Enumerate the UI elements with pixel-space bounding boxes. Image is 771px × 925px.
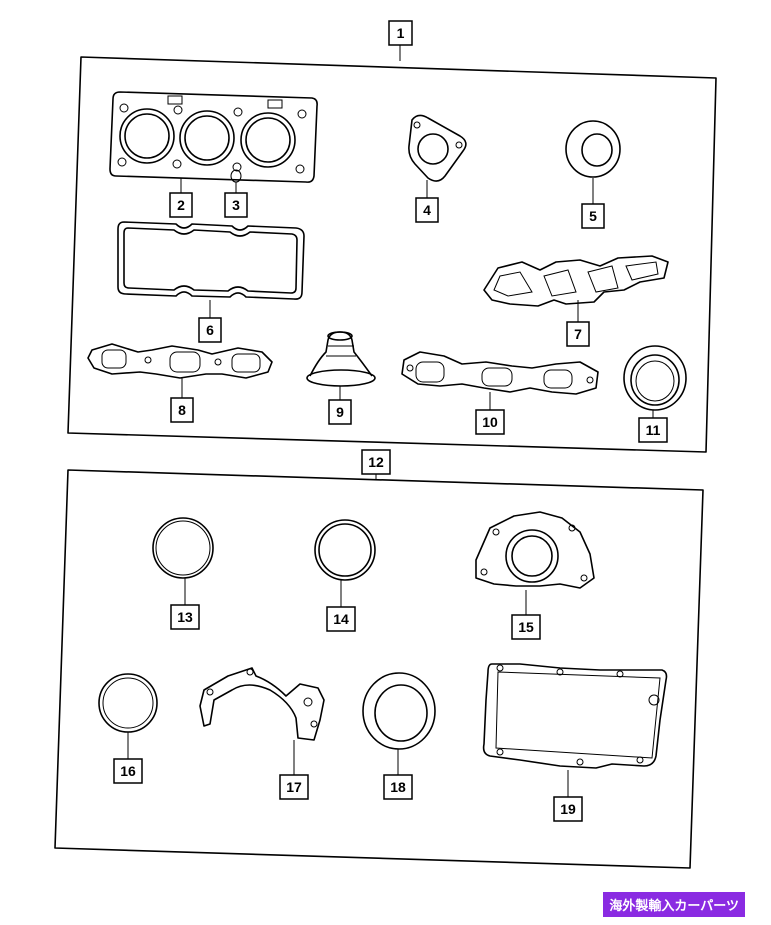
cylinder-head-gasket [109, 91, 318, 183]
upper-group-frame [67, 56, 717, 453]
callout-14: 14 [326, 606, 356, 632]
callout-8: 8 [170, 397, 194, 423]
callout-16-label: 16 [120, 763, 136, 779]
o-ring-14 [314, 519, 376, 581]
callout-19-label: 19 [560, 801, 576, 817]
timing-cover-gasket [199, 667, 325, 741]
callout-17: 17 [279, 774, 309, 800]
watermark-badge: 海外製輸入カーパーツ [603, 892, 745, 917]
callout-9: 9 [328, 399, 352, 425]
callout-11-label: 11 [646, 422, 661, 438]
callout-8-label: 8 [178, 402, 186, 418]
callout-3-label: 3 [232, 197, 240, 213]
callout-9-label: 9 [336, 404, 344, 420]
callout-12: 12 [361, 449, 391, 475]
callout-10: 10 [475, 409, 505, 435]
callout-13: 13 [170, 604, 200, 630]
callout-7: 7 [566, 321, 590, 347]
callout-6: 6 [198, 317, 222, 343]
o-ring-16 [98, 673, 158, 733]
callout-17-label: 17 [286, 779, 302, 795]
callout-16: 16 [113, 758, 143, 784]
o-ring-13 [152, 517, 214, 579]
valve-cover-gasket [117, 221, 305, 300]
callout-4-label: 4 [423, 202, 431, 218]
callout-4: 4 [415, 197, 439, 223]
callout-2: 2 [169, 192, 193, 218]
callout-2-label: 2 [177, 197, 185, 213]
callout-18-label: 18 [390, 779, 406, 795]
oil-seal-18 [362, 672, 436, 750]
callout-1-label: 1 [397, 25, 405, 41]
callout-14-label: 14 [333, 611, 349, 627]
intake-manifold-gasket [483, 255, 669, 307]
callout-6-label: 6 [206, 322, 214, 338]
lower-group-frame [54, 469, 704, 869]
callout-18: 18 [383, 774, 413, 800]
oil-pan-gasket [482, 663, 668, 769]
callout-15-label: 15 [518, 619, 534, 635]
callout-12-label: 12 [368, 454, 384, 470]
callout-19: 19 [553, 796, 583, 822]
valve-stem-seal [306, 331, 376, 387]
callout-1: 1 [388, 20, 413, 46]
rear-main-seal-retainer [475, 511, 595, 589]
crankshaft-front-seal [623, 345, 687, 411]
callout-5: 5 [581, 203, 605, 229]
callout-5-label: 5 [589, 208, 597, 224]
callout-11: 11 [638, 417, 668, 443]
exhaust-manifold-gasket-right [401, 351, 599, 395]
callout-3: 3 [224, 192, 248, 218]
seal-ring [565, 120, 621, 178]
callout-7-label: 7 [574, 326, 582, 342]
callout-13-label: 13 [177, 609, 193, 625]
callout-15: 15 [511, 614, 541, 640]
callout-10-label: 10 [482, 414, 498, 430]
triangular-flange-gasket [408, 114, 467, 182]
exhaust-manifold-gasket-left [87, 343, 273, 379]
